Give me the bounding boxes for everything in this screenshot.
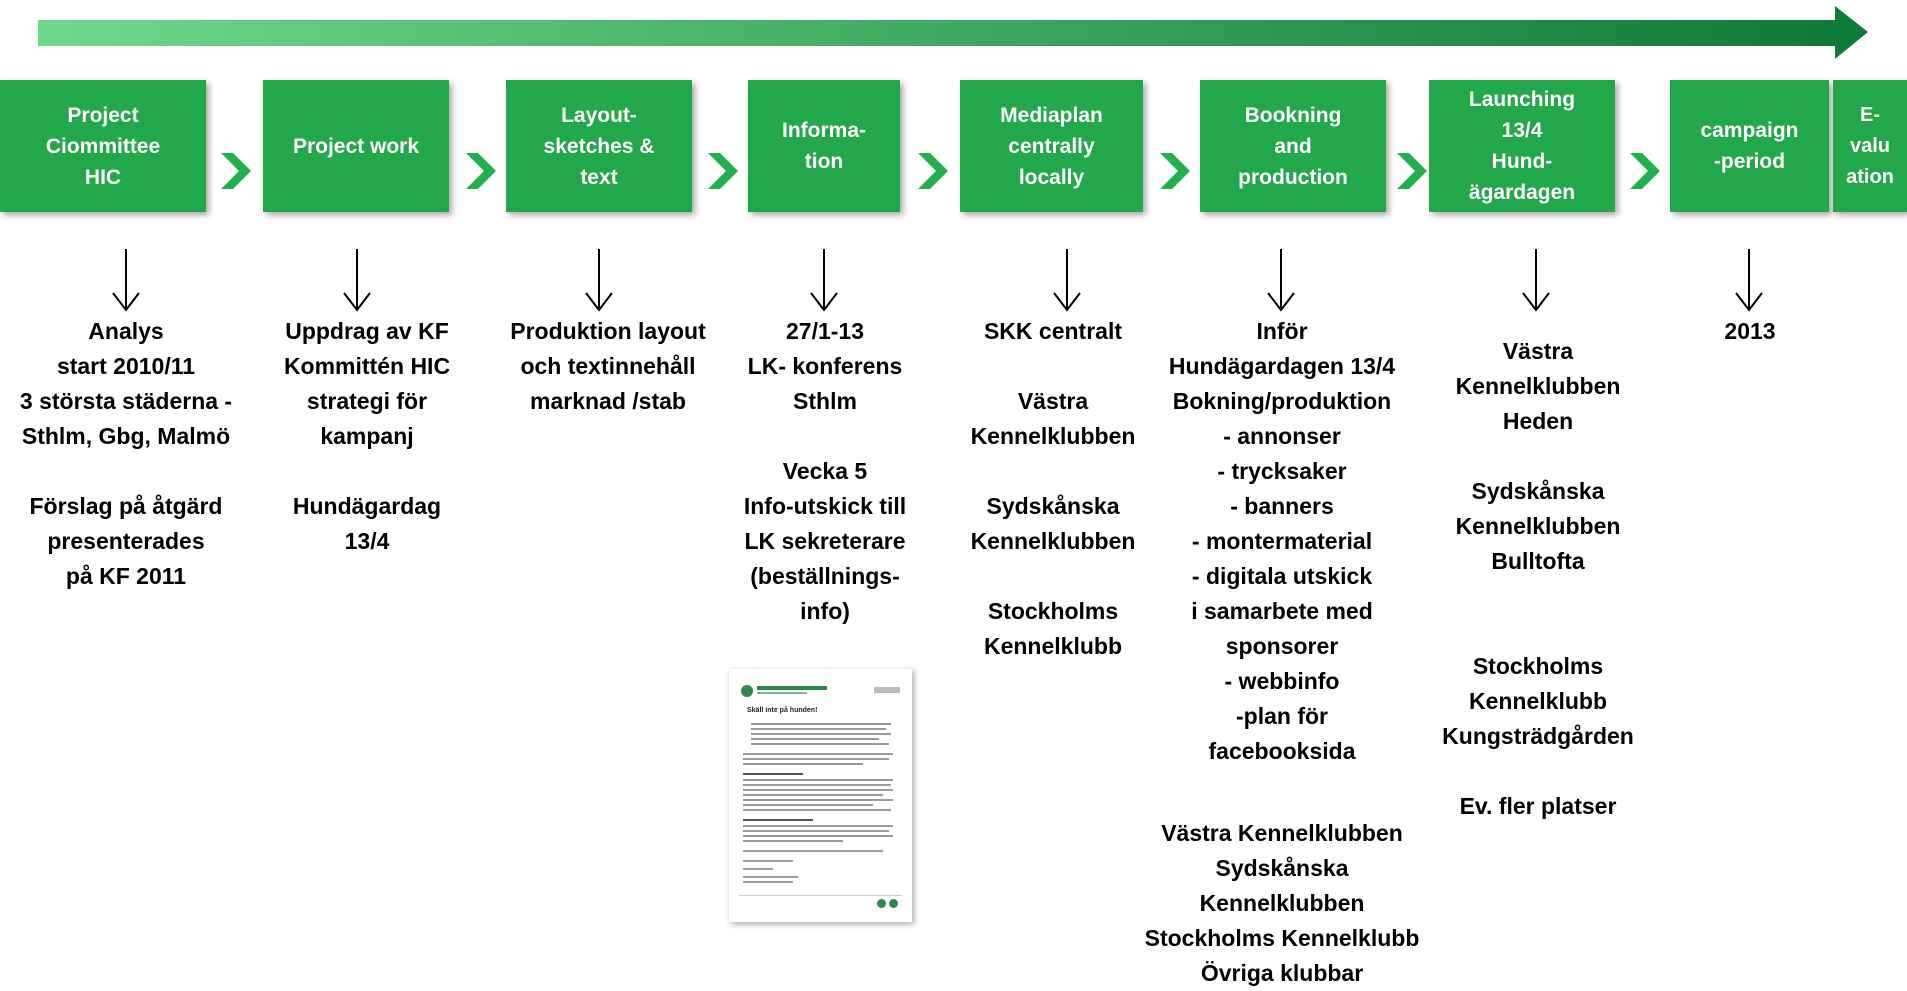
text-line: [743, 850, 883, 852]
col-analysis-text: Analys start 2010/11 3 största städerna …: [19, 318, 233, 589]
text-line: [743, 789, 893, 791]
chevron-right-icon: [708, 153, 738, 189]
text-line: [743, 819, 813, 821]
step-information: Informa- tion: [748, 80, 900, 212]
col-booking-text: Inför Hundägardagen 13/4 Bokning/produkt…: [1168, 318, 1396, 764]
document-heading: Skäll inte på hunden!: [747, 707, 818, 714]
chevron-right-icon: [1160, 153, 1190, 189]
text-line: [743, 763, 863, 765]
arrow-down-icon: [810, 249, 838, 312]
chevron-right-icon: [466, 153, 496, 189]
text-line: [751, 728, 886, 730]
text-line: [743, 809, 891, 811]
arrow-down-icon: [1735, 249, 1763, 312]
step-project-committee: Project Ciommittee HIC: [0, 80, 206, 212]
col-campaign-text: 2013: [1724, 318, 1776, 344]
chevron-right-icon: [1630, 153, 1660, 189]
chevron-right-icon: [221, 153, 251, 189]
text-line: [743, 799, 893, 801]
col-booking-clubs-text: Västra Kennelklubben Sydskånska Kennelkl…: [1144, 820, 1420, 986]
arrow-down-icon: [585, 249, 613, 312]
text-line: [743, 860, 793, 862]
arrow-down-icon: [1522, 249, 1550, 312]
document-thumbnail: Skäll inte på hunden!: [729, 669, 912, 922]
col-mediaplan-text: SKK centralt Västra Kennelklubben Sydskå…: [970, 318, 1136, 659]
text-line: [743, 753, 893, 755]
text-line: [751, 738, 879, 740]
arrow-down-icon: [1053, 249, 1081, 312]
arrow-down-icon: [1267, 249, 1295, 312]
step-project-work: Project work: [263, 80, 449, 212]
text-line: [743, 804, 873, 806]
text-line: [743, 794, 883, 796]
step-booking-production: Bookning and production: [1200, 80, 1386, 212]
org-name-mark: [757, 686, 827, 690]
step-campaign-period: campaign -period: [1670, 80, 1829, 212]
chevron-right-icon: [918, 153, 948, 189]
chevron-right-icon: [1397, 153, 1427, 189]
seal-icon: [877, 899, 886, 908]
text-line: [743, 825, 893, 827]
text-line: [751, 733, 891, 735]
col-information-text: 27/1-13 LK- konferens Sthlm Vecka 5 Info…: [743, 318, 907, 624]
seal-icon: [889, 899, 898, 908]
step-evaluation: E- valu ation: [1833, 80, 1907, 212]
document-footer: [739, 895, 902, 910]
text-line: [743, 773, 803, 775]
org-subtitle-mark: [757, 692, 807, 694]
club-logo-icon: [741, 685, 753, 697]
text-line: [743, 881, 793, 883]
arrow-down-icon: [343, 249, 371, 312]
text-line: [743, 830, 889, 832]
text-line: [743, 784, 891, 786]
col-launching-text: Västra Kennelklubben Heden Sydskånska Ke…: [1442, 338, 1634, 819]
step-layout-sketches: Layout- sketches & text: [506, 80, 692, 212]
text-line: [751, 743, 889, 745]
text-line: [743, 868, 773, 870]
text-line: [743, 835, 893, 837]
col-layout-text: Produktion layout och textinnehåll markn…: [510, 318, 706, 414]
timeline-arrow: [38, 6, 1868, 59]
text-line: [743, 758, 889, 760]
text-line: [743, 840, 843, 842]
col-project-work-text: Uppdrag av KF Kommittén HIC strategi för…: [283, 318, 451, 554]
address-mark: [874, 687, 900, 693]
step-mediaplan: Mediaplan centrally locally: [960, 80, 1143, 212]
text-line: [743, 779, 893, 781]
text-line: [743, 876, 798, 878]
arrow-down-icon: [112, 249, 140, 312]
text-line: [751, 723, 891, 725]
step-launching: Launching 13/4 Hund- ägardagen: [1429, 80, 1615, 212]
